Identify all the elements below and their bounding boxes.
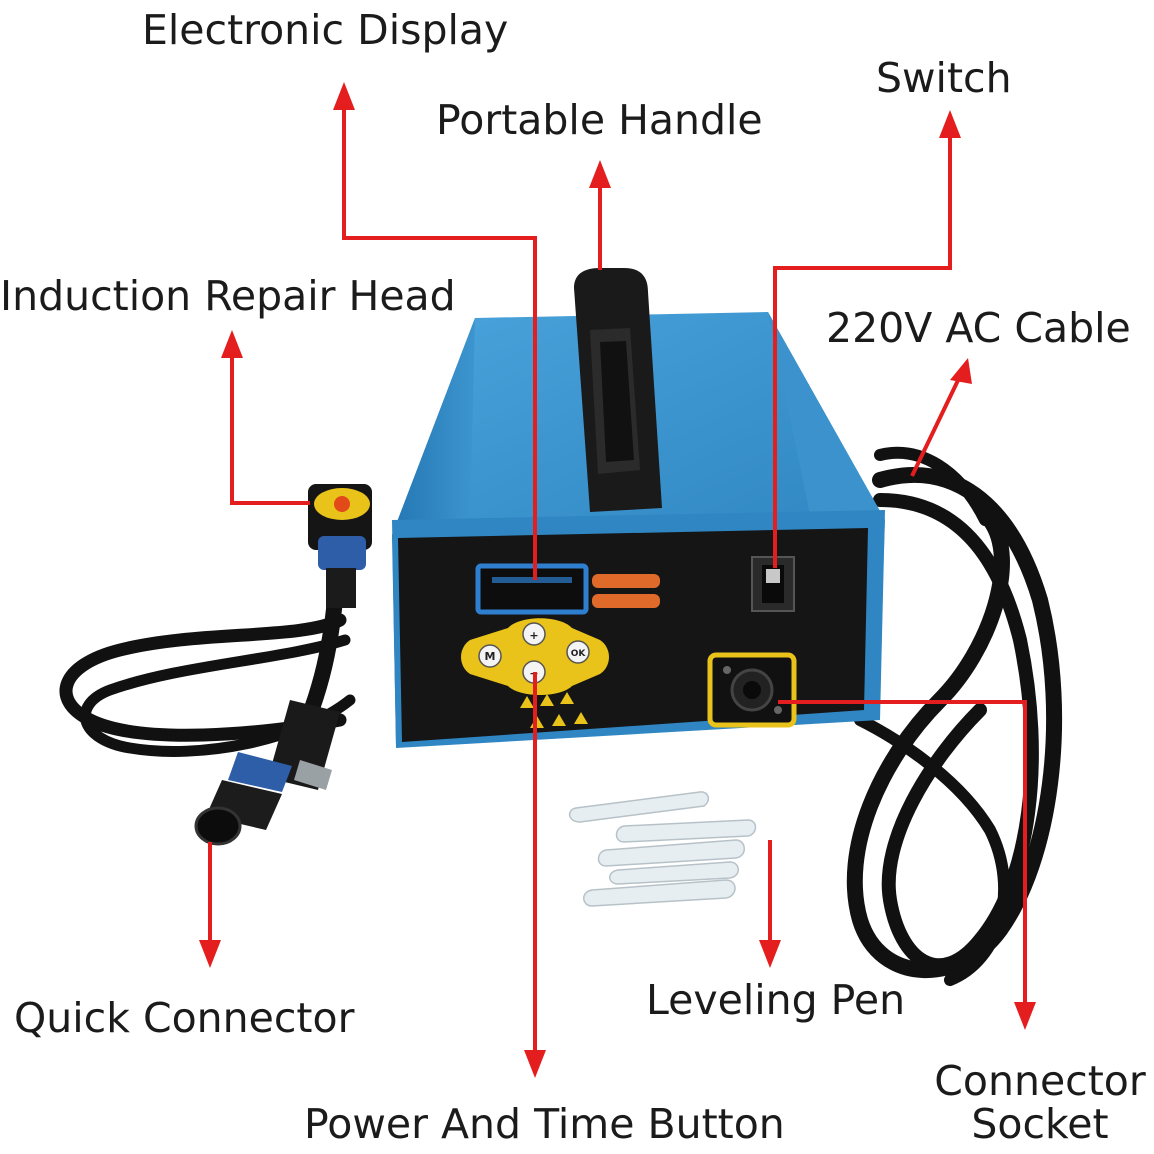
lcd-display <box>475 563 589 615</box>
callout-lines <box>208 96 1027 1060</box>
switch-leader <box>773 128 952 568</box>
ac-cable-leader <box>910 371 964 477</box>
arrowheads <box>199 82 1036 1078</box>
connector-socket-leader <box>778 700 1027 1012</box>
electronic-display-arrowhead <box>333 82 355 110</box>
induction-head-leader <box>230 348 310 505</box>
leveling-pen-arrowhead <box>759 940 781 968</box>
induction-repair-head <box>308 484 372 608</box>
label-portable-handle: Portable Handle <box>436 96 763 144</box>
switch-arrowhead <box>939 110 961 138</box>
electronic-display-leader <box>342 96 537 580</box>
indicator-lights <box>592 574 660 608</box>
label-connector-socket: Connector Socket <box>926 1057 1154 1149</box>
keypad <box>461 618 609 695</box>
quick-connector <box>194 700 340 846</box>
front-panel <box>398 528 868 742</box>
keypad-m: M <box>485 650 496 663</box>
ac-cable-arrowhead <box>950 358 972 384</box>
quick-connector-arrowhead <box>199 940 221 968</box>
label-power-time-button: Power And Time Button <box>304 1100 785 1148</box>
label-quick-connector: Quick Connector <box>14 994 355 1042</box>
leveling-pens <box>568 791 757 907</box>
label-switch: Switch <box>876 54 1012 102</box>
label-induction-repair-head: Induction Repair Head <box>0 272 456 320</box>
label-leveling-pen: Leveling Pen <box>646 976 906 1024</box>
label-electronic-display: Electronic Display <box>142 6 509 54</box>
connector-socket-arrowhead <box>1014 1002 1036 1030</box>
portable-handle <box>574 268 662 512</box>
induction-head-arrowhead <box>221 330 243 358</box>
label-ac-cable: 220V AC Cable <box>826 304 1131 352</box>
keypad-ok: OK <box>571 649 587 659</box>
connector-socket <box>707 652 797 728</box>
portable-handle-arrowhead <box>589 160 611 188</box>
keypad-plus: + <box>529 629 538 642</box>
label-connector-socket-line2: Socket <box>971 1100 1109 1149</box>
ac-cable <box>846 446 1063 986</box>
label-connector-socket-line1: Connector <box>934 1057 1146 1105</box>
power-button-arrowhead <box>524 1050 546 1078</box>
